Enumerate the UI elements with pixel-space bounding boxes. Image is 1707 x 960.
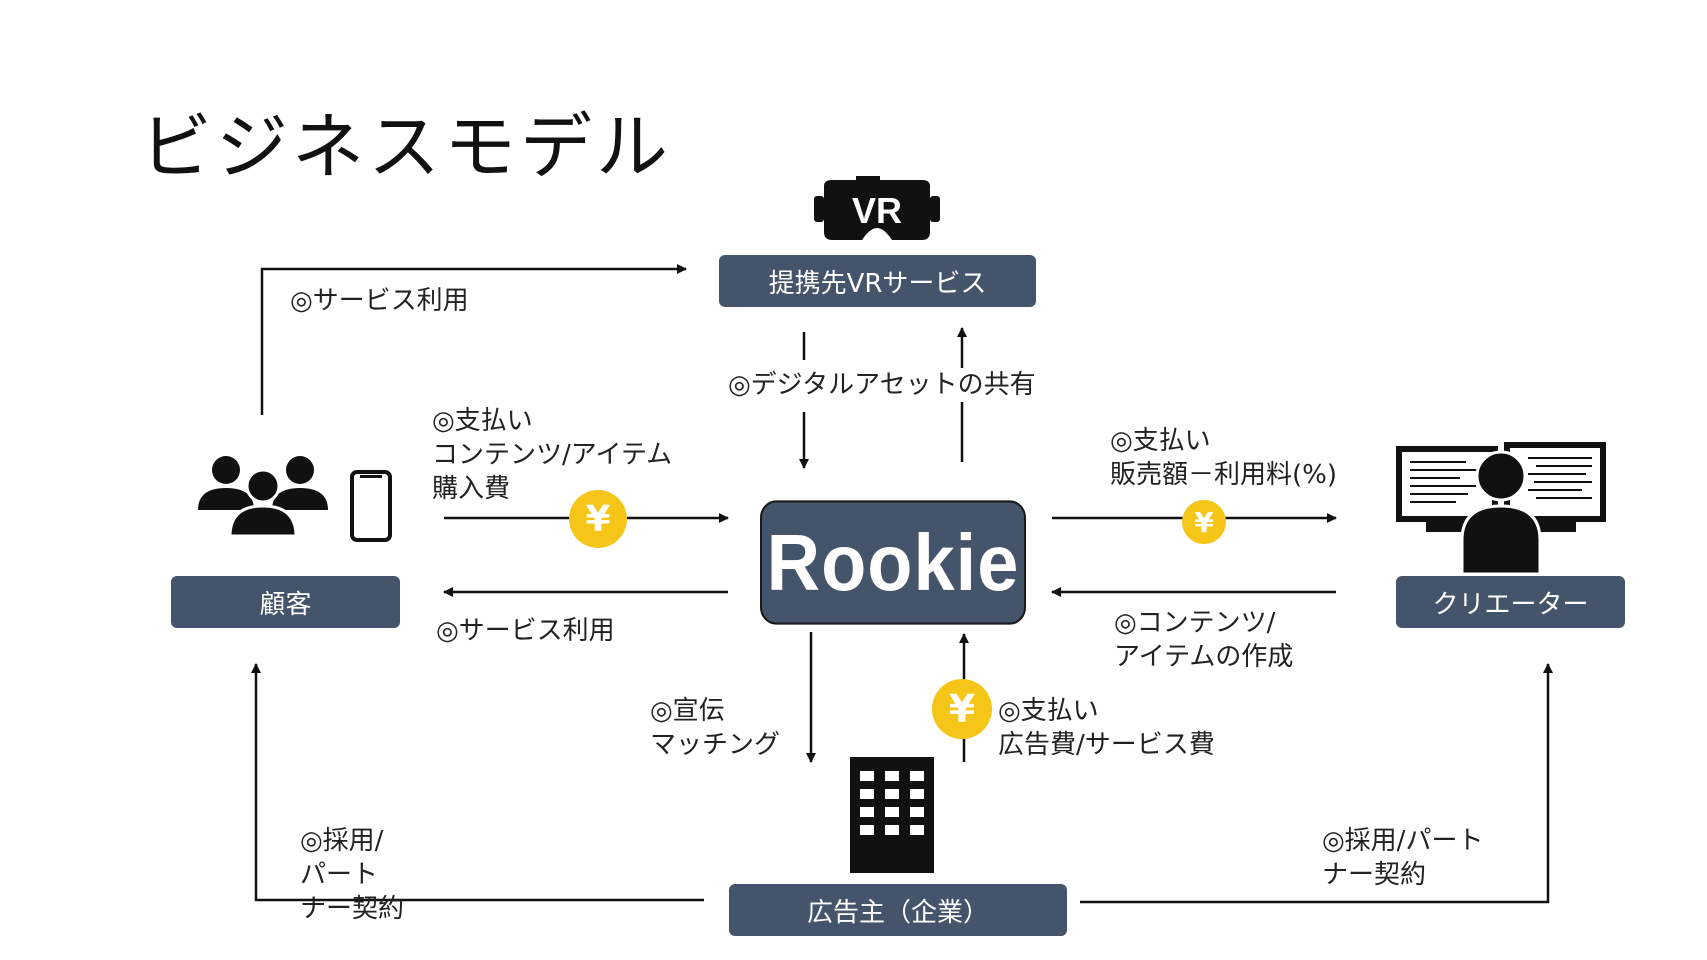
arrow-advertiser-to-customer (251, 663, 704, 902)
customer-box: 顧客 (171, 576, 400, 628)
advertiser-box: 広告主（企業） (729, 884, 1067, 936)
label-hire-left: ◎採用/ パート ナー契約 (300, 826, 405, 924)
label-creator-content: ◎コンテンツ/ アイテムの作成 (1114, 608, 1294, 672)
arrow-advertiser-to-creator (1080, 663, 1553, 904)
label-customer-payment: ◎支払い コンテンツ/アイテム 購入費 (432, 406, 673, 504)
office-building-icon (848, 755, 936, 875)
vr-service-box: 提携先VRサービス (719, 255, 1036, 307)
rookie-center-box: Rookie (760, 500, 1026, 625)
arrow-customer-to-vr (260, 264, 687, 415)
page-title: ビジネスモデル (140, 105, 673, 189)
vr-headset-icon: VR (812, 174, 942, 246)
label-ad-payment: ◎支払い 広告費/サービス費 (998, 696, 1215, 760)
yen-coin-creator: ¥ (1182, 500, 1226, 544)
people-icon (194, 452, 332, 538)
vr-icon-label: VR (851, 190, 902, 231)
yen-coin-customer: ¥ (569, 490, 627, 548)
smartphone-icon (350, 470, 392, 542)
creator-workstation-icon (1396, 440, 1606, 576)
label-hire-right: ◎採用/パート ナー契約 (1322, 826, 1484, 890)
label-rookie-to-customer: ◎サービス利用 (436, 616, 615, 646)
label-creator-payment: ◎支払い 販売額－利用料(%) (1110, 426, 1337, 490)
creator-box: クリエーター (1396, 576, 1625, 628)
label-promotion: ◎宣伝 マッチング (650, 696, 781, 760)
yen-coin-advertiser: ¥ (932, 679, 992, 739)
label-digital-asset: ◎デジタルアセットの共有 (728, 368, 1036, 402)
label-customer-to-vr: ◎サービス利用 (290, 286, 469, 316)
